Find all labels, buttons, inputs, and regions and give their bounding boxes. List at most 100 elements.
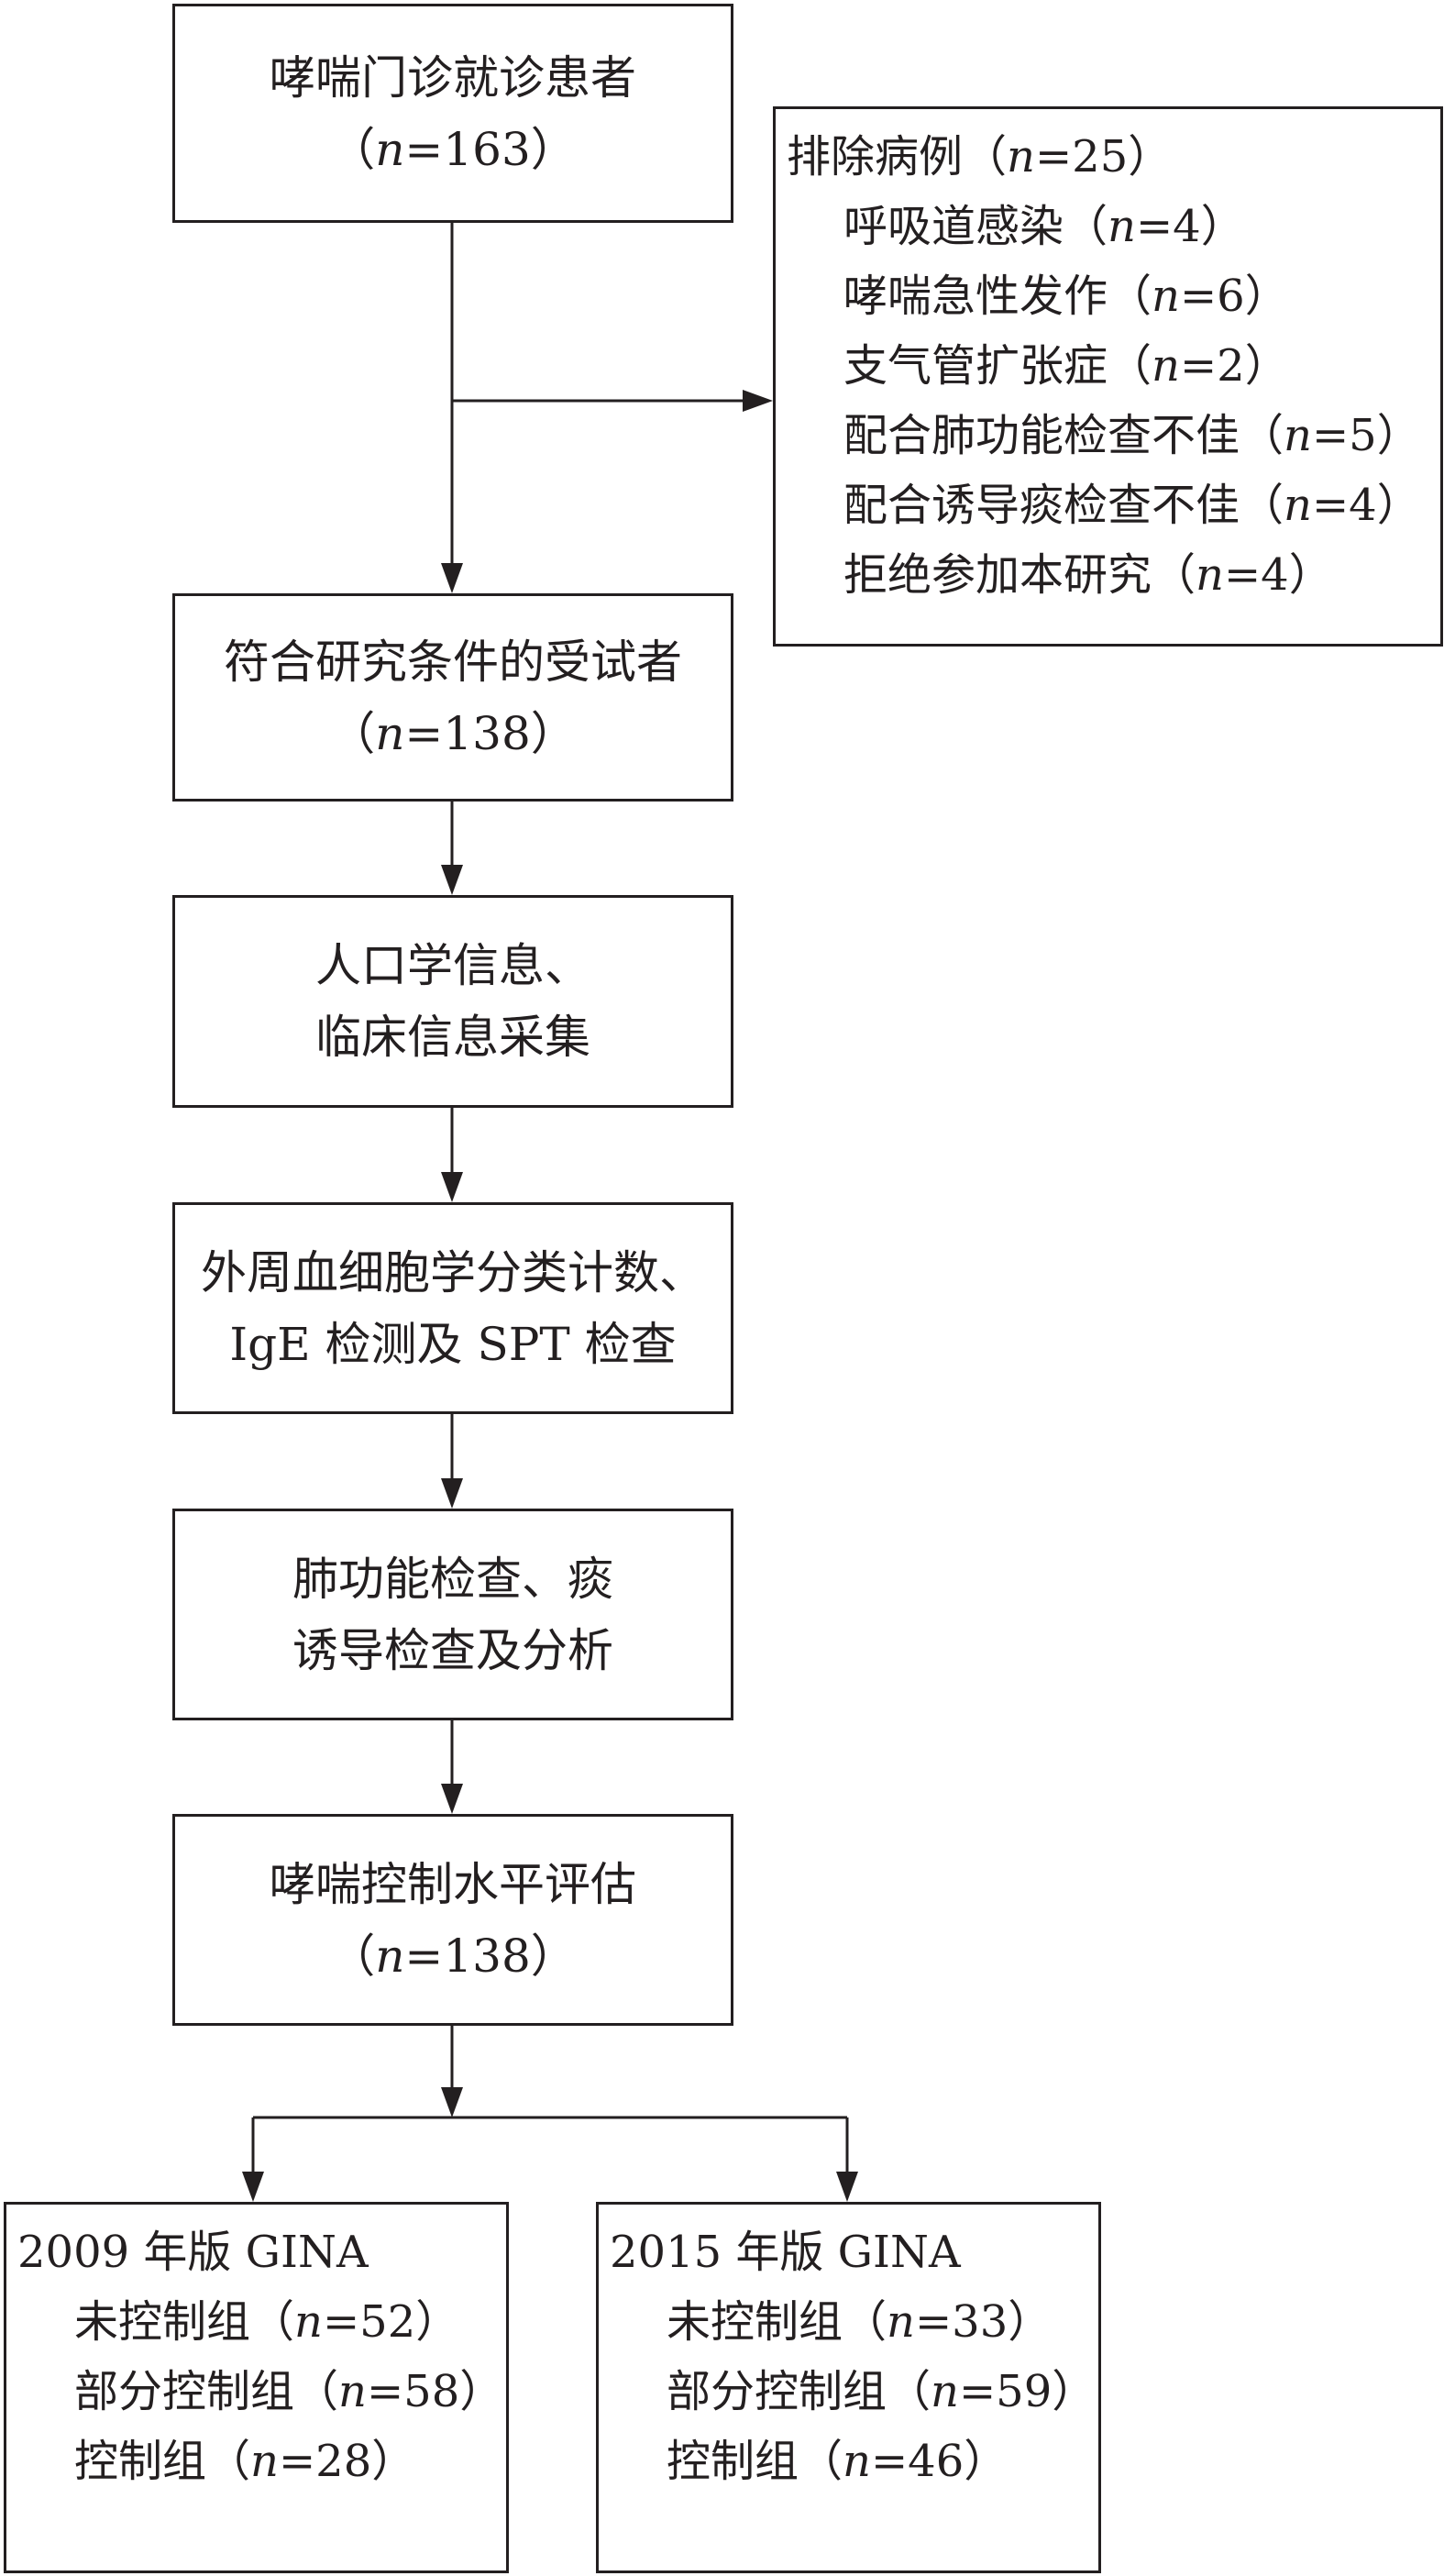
n-symbol: n bbox=[1152, 340, 1180, 392]
n-symbol: n bbox=[375, 706, 405, 760]
box-blood-tests: 外周血细胞学分类计数、 IgE 检测及 SPT 检查 bbox=[172, 1202, 733, 1414]
box-gina-2015: 2015 年版 GINA 未控制组（n=33） 部分控制组（n=59） 控制组（… bbox=[596, 2202, 1101, 2573]
paren-open: （ bbox=[329, 1929, 376, 1983]
count-value: =163） bbox=[404, 122, 577, 176]
paren-open: （ bbox=[329, 122, 376, 176]
group-label: 部分控制组 bbox=[667, 2366, 887, 2417]
group-label: 部分控制组 bbox=[74, 2366, 295, 2417]
box-demographic-collection: 人口学信息、 临床信息采集 bbox=[172, 895, 733, 1108]
arrowhead-to-demographics bbox=[441, 865, 463, 895]
count-value: =6） bbox=[1179, 271, 1289, 322]
box-count: （n=138） bbox=[329, 698, 577, 769]
gina-2015-group: 部分控制组（n=59） bbox=[610, 2357, 1098, 2427]
n-symbol: n bbox=[294, 2296, 323, 2348]
box-line-2: IgE 检测及 SPT 检查 bbox=[229, 1317, 677, 1371]
item-label: 拒绝参加本研究 bbox=[843, 549, 1152, 601]
excluded-item: 哮喘急性发作（n=6） bbox=[787, 261, 1440, 331]
count-value: =25） bbox=[1034, 131, 1173, 182]
paren-open: （ bbox=[294, 2366, 339, 2417]
count-value: =58） bbox=[366, 2366, 504, 2417]
gina-2009-group: 未控制组（n=52） bbox=[17, 2287, 506, 2357]
excluded-item: 配合诱导痰检查不佳（n=4） bbox=[787, 470, 1440, 540]
n-symbol: n bbox=[1196, 549, 1224, 601]
n-symbol: n bbox=[375, 1929, 405, 1983]
item-label: 配合肺功能检查不佳 bbox=[843, 410, 1240, 461]
box-title: 符合研究条件的受试者 bbox=[224, 635, 682, 689]
excluded-item: 呼吸道感染（n=4） bbox=[787, 192, 1440, 261]
paren-open: （ bbox=[250, 2296, 295, 2348]
paren-open: （ bbox=[1152, 549, 1196, 601]
n-symbol: n bbox=[931, 2366, 959, 2417]
item-label: 支气管扩张症 bbox=[843, 340, 1108, 392]
box-count: （n=163） bbox=[329, 114, 577, 185]
item-label: 呼吸道感染 bbox=[843, 201, 1064, 252]
box-gina-2009: 2009 年版 GINA 未控制组（n=52） 部分控制组（n=58） 控制组（… bbox=[4, 2202, 509, 2573]
arrowhead-to-gina-2009 bbox=[242, 2172, 264, 2202]
n-symbol: n bbox=[1007, 131, 1035, 182]
n-symbol: n bbox=[887, 2296, 915, 2348]
count-value: =2） bbox=[1179, 340, 1289, 392]
excluded-title-label: 排除病例 bbox=[787, 131, 964, 182]
item-label: 哮喘急性发作 bbox=[843, 271, 1108, 322]
paren-open: （ bbox=[1240, 480, 1284, 531]
count-value: =4） bbox=[1135, 201, 1245, 252]
gina-2015-group: 未控制组（n=33） bbox=[610, 2287, 1098, 2357]
paren-open: （ bbox=[1108, 340, 1152, 392]
item-label: 配合诱导痰检查不佳 bbox=[843, 480, 1240, 531]
count-value: =33） bbox=[914, 2296, 1053, 2348]
excluded-title: 排除病例（n=25） bbox=[787, 122, 1440, 192]
n-symbol: n bbox=[375, 122, 405, 176]
group-label: 未控制组 bbox=[74, 2296, 251, 2348]
gina-2009-group: 部分控制组（n=58） bbox=[17, 2357, 506, 2427]
box-title: 哮喘控制水平评估 bbox=[270, 1857, 636, 1911]
count-value: =28） bbox=[278, 2436, 416, 2487]
box-title: 哮喘门诊就诊患者 bbox=[270, 50, 636, 105]
count-value: =52） bbox=[322, 2296, 460, 2348]
paren-open: （ bbox=[1108, 271, 1152, 322]
n-symbol: n bbox=[1108, 201, 1136, 252]
arrowhead-to-control bbox=[441, 1784, 463, 1814]
count-value: =4） bbox=[1223, 549, 1333, 601]
gina-2015-title: 2015 年版 GINA bbox=[610, 2227, 961, 2278]
n-symbol: n bbox=[250, 2436, 279, 2487]
excluded-item: 支气管扩张症（n=2） bbox=[787, 331, 1440, 401]
paren-open: （ bbox=[799, 2436, 843, 2487]
box-line-2: 诱导检查及分析 bbox=[292, 1623, 613, 1677]
gina-2009-group: 控制组（n=28） bbox=[17, 2427, 506, 2496]
arrowhead-to-split bbox=[441, 2087, 463, 2117]
arrowhead-to-lung bbox=[441, 1478, 463, 1509]
paren-open: （ bbox=[1240, 410, 1284, 461]
group-label: 控制组 bbox=[667, 2436, 799, 2487]
count-value: =5） bbox=[1311, 410, 1421, 461]
box-lung-function: 肺功能检查、痰 诱导检查及分析 bbox=[172, 1509, 733, 1720]
count-value: =138） bbox=[404, 1929, 577, 1983]
box-line-1: 人口学信息、 bbox=[315, 939, 590, 992]
excluded-item: 拒绝参加本研究（n=4） bbox=[787, 540, 1440, 610]
box-asthma-outpatients: 哮喘门诊就诊患者 （n=163） bbox=[172, 4, 733, 223]
n-symbol: n bbox=[1284, 480, 1312, 531]
paren-open: （ bbox=[963, 131, 1008, 182]
box-count: （n=138） bbox=[329, 1920, 577, 1992]
n-symbol: n bbox=[1284, 410, 1312, 461]
arrowhead-to-excluded bbox=[743, 390, 773, 412]
box-line-2: 临床信息采集 bbox=[315, 1011, 590, 1064]
arrowhead-to-blood bbox=[441, 1172, 463, 1202]
count-value: =138） bbox=[404, 706, 577, 760]
count-value: =59） bbox=[958, 2366, 1097, 2417]
paren-open: （ bbox=[206, 2436, 251, 2487]
count-value: =46） bbox=[870, 2436, 1009, 2487]
gina-2009-title: 2009 年版 GINA bbox=[17, 2227, 369, 2278]
paren-open: （ bbox=[329, 706, 376, 760]
n-symbol: n bbox=[843, 2436, 871, 2487]
box-line-1: 外周血细胞学分类计数、 bbox=[201, 1245, 705, 1299]
box-asthma-control-assessment: 哮喘控制水平评估 （n=138） bbox=[172, 1814, 733, 2026]
paren-open: （ bbox=[887, 2366, 931, 2417]
excluded-item: 配合肺功能检查不佳（n=5） bbox=[787, 401, 1440, 470]
n-symbol: n bbox=[1152, 271, 1180, 322]
box-line-1: 肺功能检查、痰 bbox=[292, 1552, 613, 1606]
paren-open: （ bbox=[1064, 201, 1108, 252]
gina-2015-group: 控制组（n=46） bbox=[610, 2427, 1098, 2496]
group-label: 未控制组 bbox=[667, 2296, 843, 2348]
group-label: 控制组 bbox=[74, 2436, 207, 2487]
